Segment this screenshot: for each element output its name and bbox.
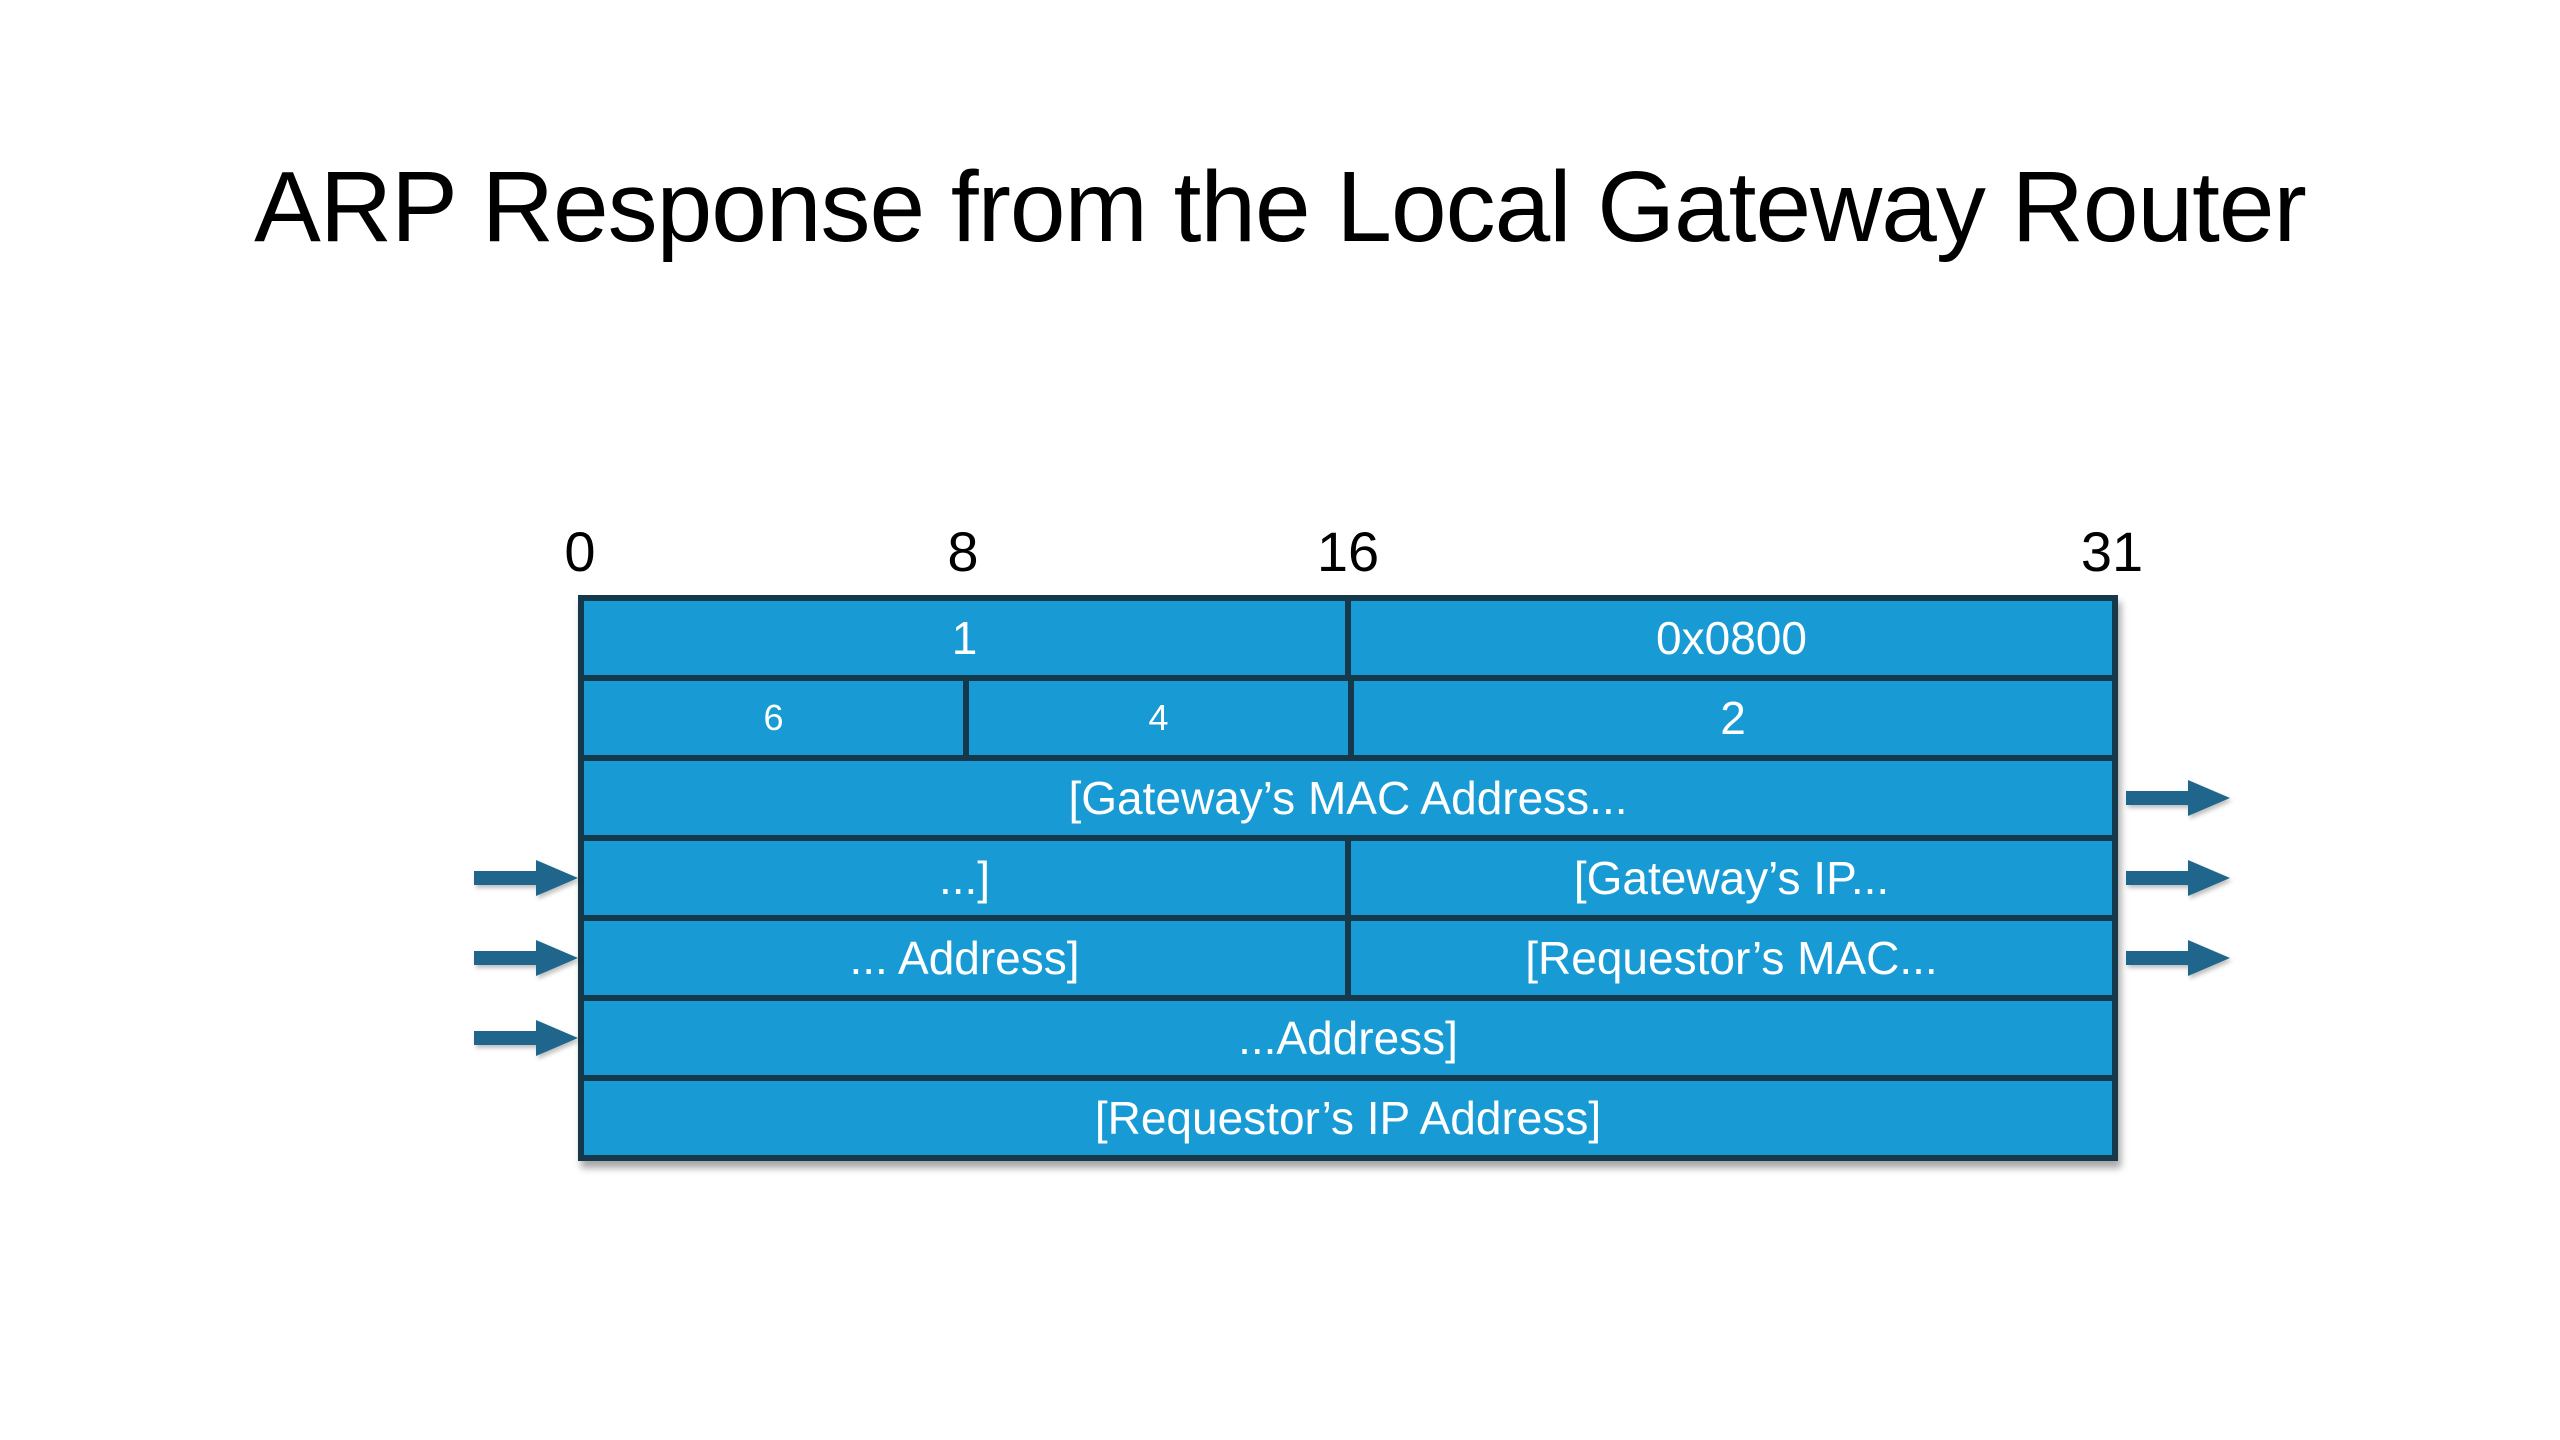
table-row-6: ...Address] bbox=[584, 1001, 2112, 1075]
table-row-4: ...] [Gateway’s IP... bbox=[584, 841, 2112, 915]
bit-label-31: 31 bbox=[2080, 520, 2144, 583]
packet-diagram: 1 0x0800 6 4 2 [Gateway’s MAC Address...… bbox=[578, 595, 2118, 1161]
table-row-5: ... Address] [Requestor’s MAC... bbox=[584, 921, 2112, 995]
field-proto-addr-length: 4 bbox=[969, 681, 1348, 755]
table-row-1: 1 0x0800 bbox=[584, 601, 2112, 675]
field-requestor-ip: [Requestor’s IP Address] bbox=[584, 1081, 2112, 1155]
field-opcode: 2 bbox=[1354, 681, 2112, 755]
continuation-arrow-left-row5-icon bbox=[474, 938, 578, 978]
field-requestor-mac-cont: ...Address] bbox=[584, 1001, 2112, 1075]
field-hw-addr-length: 6 bbox=[584, 681, 963, 755]
field-gateway-ip: [Gateway’s IP... bbox=[1351, 841, 2112, 915]
continuation-arrow-left-row6-icon bbox=[474, 1018, 578, 1058]
continuation-arrow-left-row4-icon bbox=[474, 858, 578, 898]
bit-label-0: 0 bbox=[564, 520, 596, 583]
field-protocol-type: 0x0800 bbox=[1351, 601, 2112, 675]
slide-title: ARP Response from the Local Gateway Rout… bbox=[254, 151, 2307, 263]
bit-label-16: 16 bbox=[1316, 520, 1380, 583]
table-row-3: [Gateway’s MAC Address... bbox=[584, 761, 2112, 835]
bit-label-8: 8 bbox=[947, 520, 979, 583]
continuation-arrow-right-row3-icon bbox=[2126, 778, 2230, 818]
field-requestor-mac: [Requestor’s MAC... bbox=[1351, 921, 2112, 995]
field-hardware-type: 1 bbox=[584, 601, 1345, 675]
bit-ruler: 0 8 16 31 bbox=[0, 516, 2560, 586]
field-gateway-mac: [Gateway’s MAC Address... bbox=[584, 761, 2112, 835]
field-gateway-mac-cont: ...] bbox=[584, 841, 1345, 915]
field-gateway-ip-cont: ... Address] bbox=[584, 921, 1345, 995]
continuation-arrow-right-row4-icon bbox=[2126, 858, 2230, 898]
table-row-7: [Requestor’s IP Address] bbox=[584, 1081, 2112, 1155]
continuation-arrow-right-row5-icon bbox=[2126, 938, 2230, 978]
table-row-2: 6 4 2 bbox=[584, 681, 2112, 755]
